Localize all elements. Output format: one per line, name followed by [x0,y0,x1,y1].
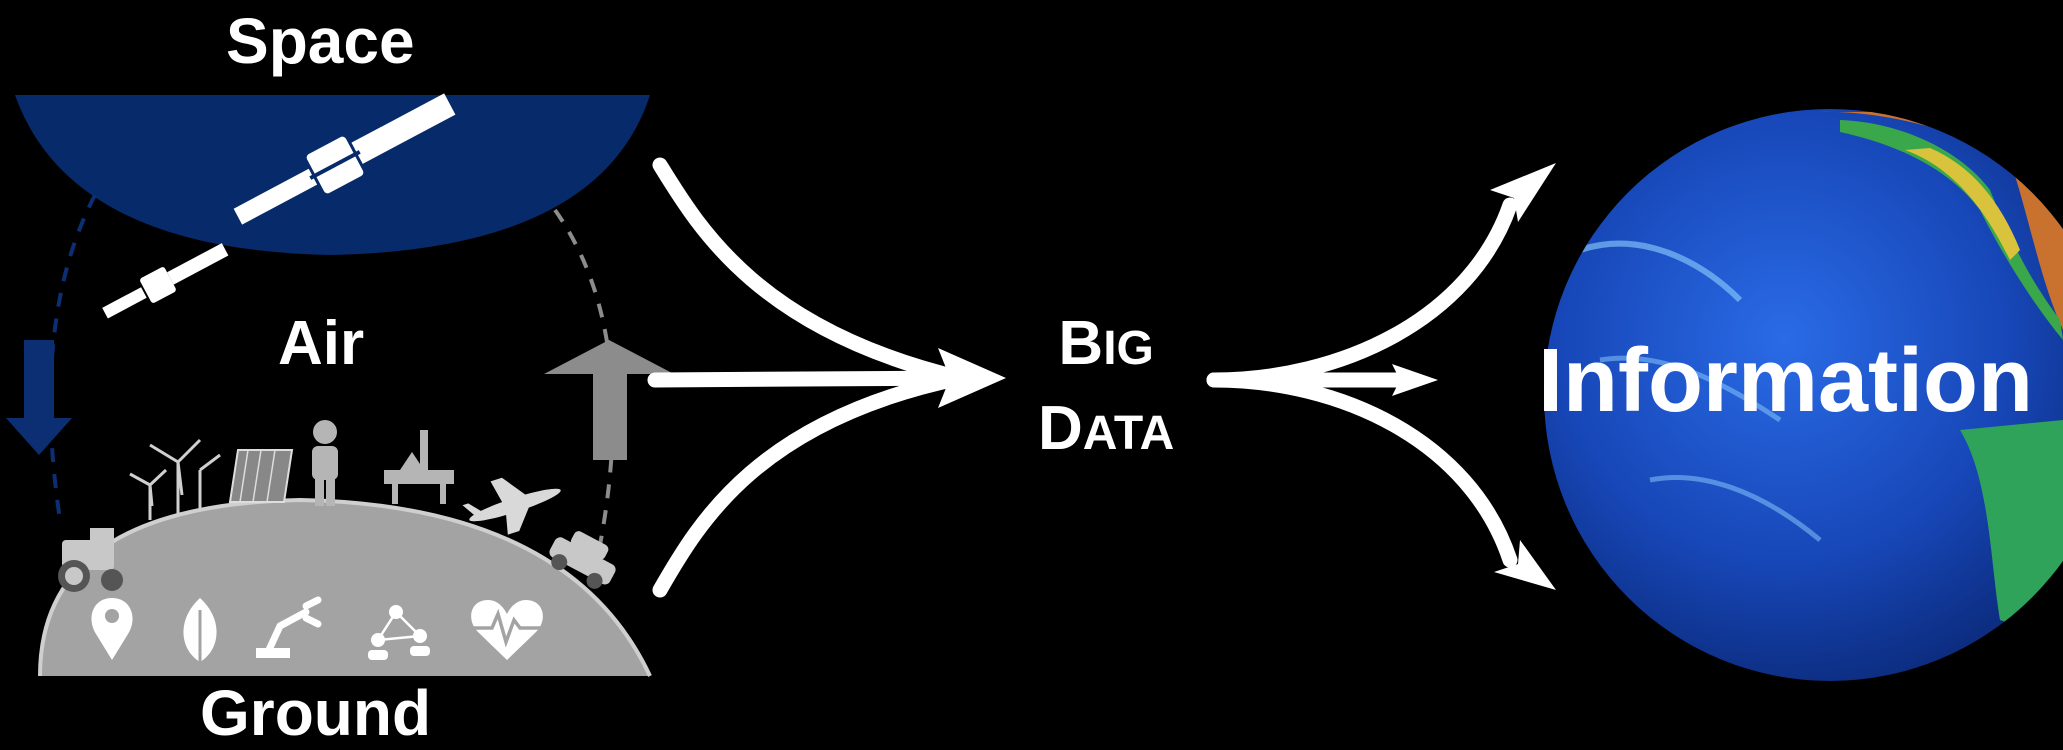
car-icon [549,531,616,589]
diverging-arrows [1206,197,1518,568]
data-rest: ATA [1082,407,1175,460]
ground-label: Ground [200,677,432,749]
data-word: DATA [1038,389,1174,474]
solar-panel-icon [228,449,294,503]
heart-pulse-icon [471,600,543,660]
globe-icon [1544,109,2063,681]
converging-arrows [647,157,968,598]
location-pin-icon [91,598,133,660]
arrow-head [1490,163,1556,222]
air-label: Air [278,309,365,378]
big-initial: B [1058,309,1104,378]
arrow-up-icon [544,340,674,460]
space-label: Space [226,5,415,77]
arrow-head [938,348,1006,408]
oil-rig-icon [384,430,454,504]
leaf-icon [183,598,217,662]
data-initial: D [1038,394,1083,463]
arrow-head [1392,364,1438,396]
big-data-label: BIG DATA [1038,304,1174,474]
arrow-down-icon [6,340,72,455]
airplane-icon [462,477,561,535]
big-word: BIG [1038,304,1174,389]
network-people-icon [368,605,430,660]
information-label: Information [1538,331,2033,431]
tractor-icon [58,528,123,592]
person-icon [312,420,338,506]
robot-arm-icon [256,596,322,658]
wind-turbine-icon [129,438,221,520]
satellite-icon [233,93,456,225]
satellite-icon [102,243,229,319]
arrow-head [1494,540,1556,590]
big-rest: IG [1103,322,1154,375]
ground-dome [40,500,650,676]
